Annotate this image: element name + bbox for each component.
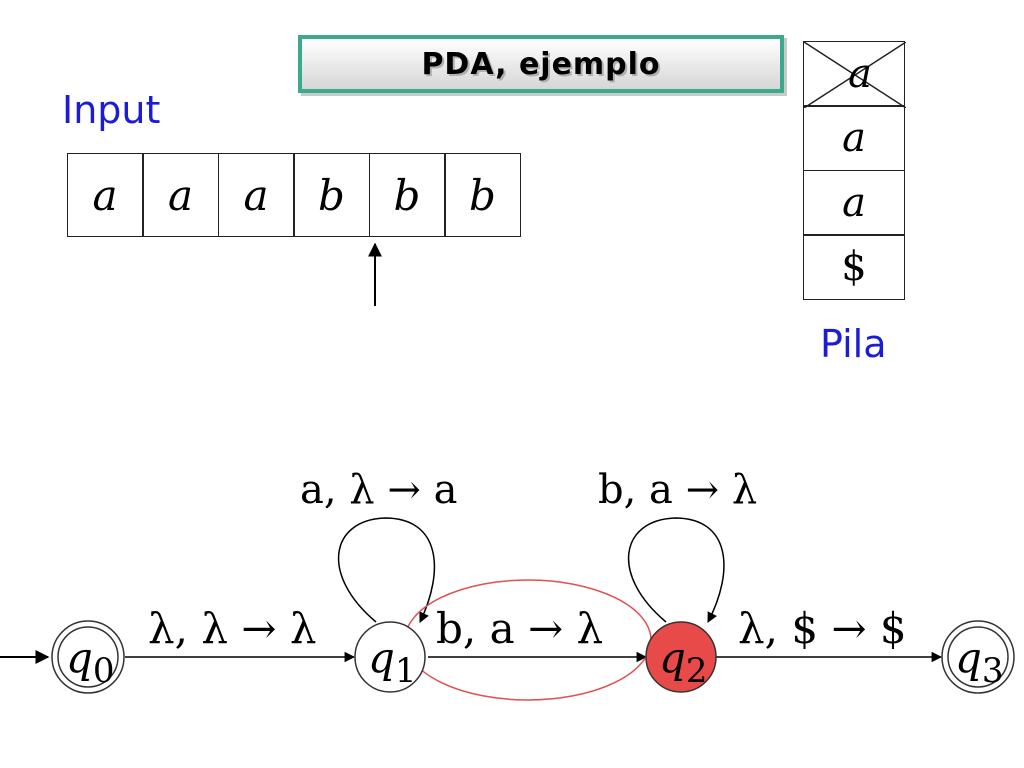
state-q3: q3 (941, 620, 1015, 694)
label-q2-q3: λ, $ → $ (738, 604, 907, 653)
state-q2-active: q2 (645, 621, 717, 693)
svg-text:q3: q3 (955, 633, 1004, 691)
state-q1-name: q (368, 633, 395, 682)
stack-label: Pila (820, 322, 887, 366)
svg-text:q2: q2 (659, 633, 708, 691)
stack: a a a $ (803, 40, 906, 300)
stack-cell-bottom: $ (803, 234, 905, 300)
tape-cell: b (444, 153, 521, 237)
state-q0: q0 (51, 620, 125, 694)
tape-cell: a (142, 153, 219, 237)
cross-out-mark (804, 41, 906, 108)
state-q0-name: q (66, 633, 93, 682)
stack-symbol: a (842, 179, 866, 226)
state-q0-sub: 0 (93, 651, 115, 691)
state-q2-name: q (659, 633, 686, 682)
tape-cell: a (217, 153, 295, 237)
state-q3-name: q (955, 633, 982, 682)
state-q1: q1 (354, 621, 426, 693)
stack-cell: a (803, 169, 905, 236)
state-q3-sub: 3 (982, 651, 1004, 691)
label-q2-loop: b, a → λ (598, 467, 757, 513)
input-label: Input (62, 88, 161, 132)
label-q1-q2: b, a → λ (436, 604, 603, 653)
stack-symbol: a (842, 115, 866, 161)
state-q2-sub: 2 (686, 651, 708, 691)
title: PDA, ejemplo (421, 46, 661, 82)
svg-text:q0: q0 (66, 633, 115, 691)
tape-cell: b (368, 153, 446, 237)
title-box: PDA, ejemplo (298, 35, 784, 93)
loop-q2 (627, 517, 725, 623)
stack-cell: a (803, 105, 905, 171)
stack-symbol: $ (841, 244, 867, 290)
label-q0-q1: λ, λ → λ (148, 604, 316, 653)
label-q1-loop: a, λ → a (300, 467, 457, 513)
loop-q1 (337, 517, 436, 623)
state-q1-sub: 1 (395, 651, 417, 691)
svg-text:q1: q1 (368, 633, 417, 691)
tape-cell: a (66, 153, 144, 237)
stack-cell-popped: a (803, 40, 906, 108)
stack-symbol: a (848, 50, 872, 97)
tape-cell: b (293, 153, 370, 237)
input-tape: a a a b b b (66, 153, 521, 237)
